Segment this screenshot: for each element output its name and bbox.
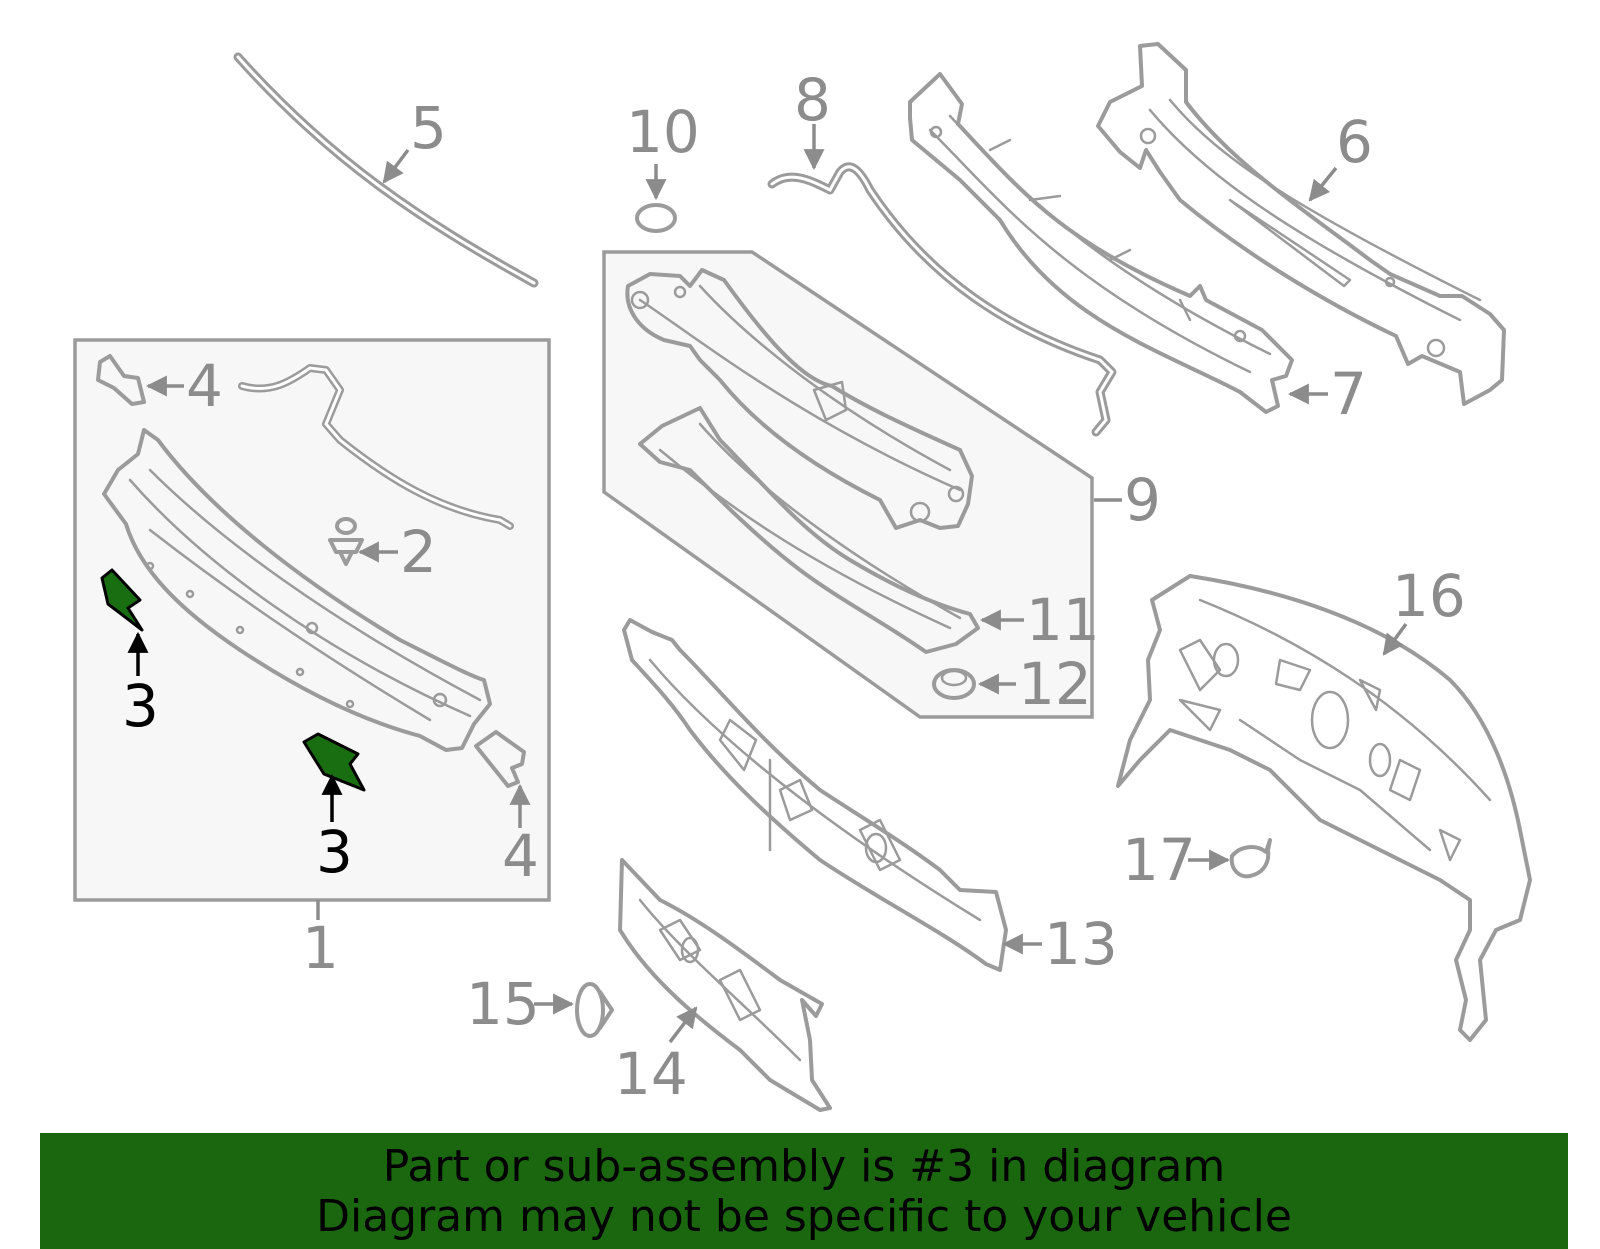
part-13-dash-panel (622, 618, 1008, 972)
label-16: 16 (1392, 562, 1466, 630)
part-6-cowl-top (1096, 42, 1506, 406)
part-1-harness-inner (240, 366, 512, 528)
label-11: 11 (1026, 586, 1100, 654)
label-4-bottom: 4 (502, 822, 539, 890)
part-8-hose-inner (770, 165, 1114, 434)
leader-16 (1382, 622, 1408, 656)
part-4-seal-top (96, 354, 146, 406)
label-8: 8 (794, 66, 831, 134)
label-2: 2 (400, 518, 437, 586)
label-9: 9 (1124, 466, 1161, 534)
label-5: 5 (410, 94, 447, 162)
label-4-top: 4 (186, 352, 223, 420)
label-10: 10 (626, 98, 700, 166)
label-3-left: 3 (122, 672, 159, 740)
leader-14 (668, 1006, 698, 1044)
label-15: 15 (466, 970, 540, 1038)
part-16-dash-outer (1116, 574, 1532, 1042)
leader-6 (1308, 166, 1338, 202)
label-1: 1 (302, 914, 339, 982)
part-3-highlight-left (100, 568, 144, 632)
part-5-molding-inner (236, 55, 536, 285)
label-12: 12 (1018, 650, 1092, 718)
part-2-clip (328, 517, 364, 566)
part-9-cowl-upper (625, 268, 974, 530)
part-5-molding (233, 52, 539, 288)
label-3-right: 3 (316, 818, 353, 886)
label-6: 6 (1336, 108, 1373, 176)
part-10-grommet (635, 203, 677, 233)
label-13: 13 (1044, 910, 1118, 978)
leader-5 (382, 148, 410, 184)
footer-banner: Part or sub-assembly is #3 in diagram Di… (40, 1133, 1568, 1249)
part-7-cowl-panel (908, 72, 1294, 414)
part-14-insulator (618, 858, 832, 1112)
footer-line-1: Part or sub-assembly is #3 in diagram (382, 1141, 1226, 1192)
label-14: 14 (614, 1040, 688, 1108)
assembly-1-box (73, 338, 551, 902)
part-17-clip (1229, 838, 1272, 879)
part-11-cowl-lower (638, 406, 980, 654)
part-12-plug (932, 668, 976, 700)
part-15-grommet (575, 982, 614, 1038)
label-7: 7 (1330, 360, 1367, 428)
footer-line-2: Diagram may not be specific to your vehi… (316, 1191, 1292, 1242)
label-17: 17 (1122, 826, 1196, 894)
part-1-cowl-assembly (102, 428, 492, 752)
